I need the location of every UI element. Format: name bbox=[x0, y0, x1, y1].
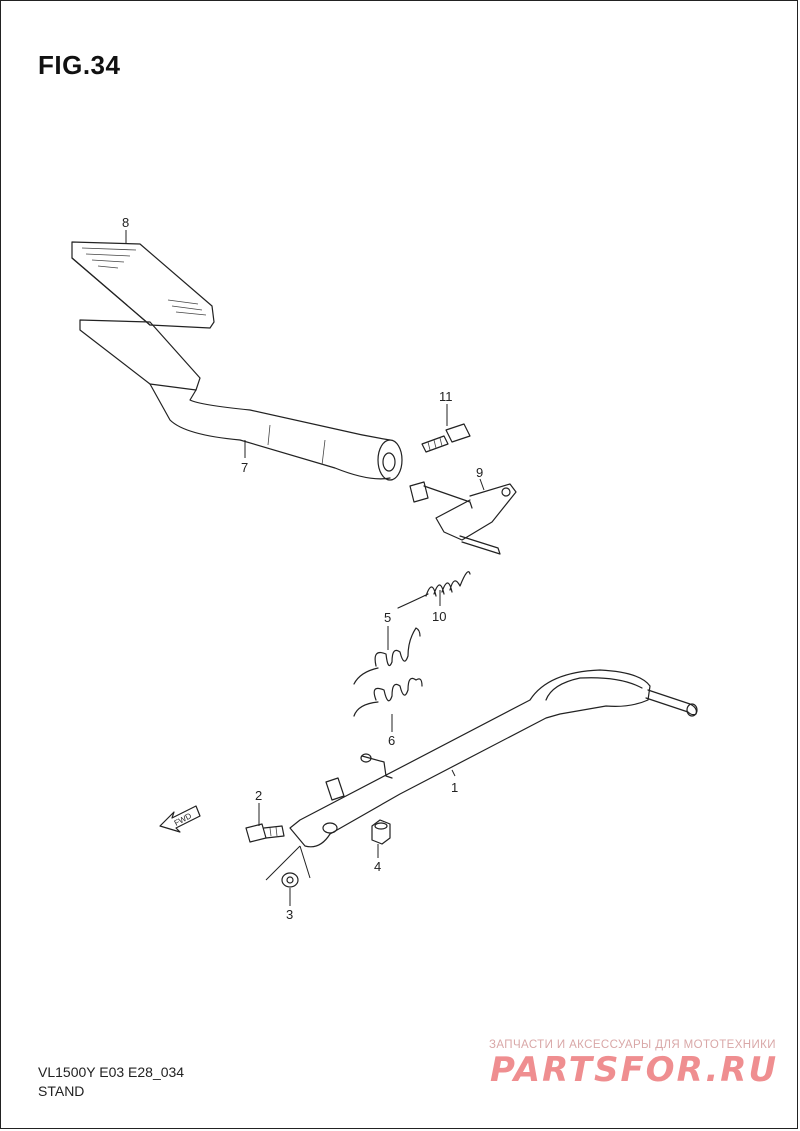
callout-9: 9 bbox=[476, 465, 483, 480]
part-3-washer[interactable] bbox=[265, 845, 311, 888]
part-11-bolt[interactable] bbox=[421, 423, 471, 453]
callout-7: 7 bbox=[241, 460, 248, 475]
part-5-spring[interactable] bbox=[353, 627, 421, 685]
part-4-nut[interactable] bbox=[371, 819, 391, 845]
callout-11: 11 bbox=[439, 389, 453, 404]
fwd-label: FWD bbox=[173, 811, 194, 828]
callout-6: 6 bbox=[388, 733, 395, 748]
watermark-tagline: ЗАПЧАСТИ И АКСЕССУАРЫ ДЛЯ МОТОТЕХНИКИ bbox=[489, 1039, 776, 1051]
figure-title: FIG.34 bbox=[38, 50, 121, 80]
part-2-pivot-bolt[interactable] bbox=[245, 823, 285, 843]
part-10-spring[interactable] bbox=[397, 571, 471, 609]
forward-direction-arrow: FWD bbox=[159, 805, 201, 833]
callout-4: 4 bbox=[374, 859, 381, 874]
part-7-stand-arm[interactable] bbox=[79, 319, 403, 481]
watermark-brand: PARTSFOR.RU bbox=[490, 1050, 779, 1090]
callout-1: 1 bbox=[451, 780, 458, 795]
callout-5: 5 bbox=[384, 610, 391, 625]
footer-section-name: STAND bbox=[38, 1083, 85, 1099]
callout-3: 3 bbox=[286, 907, 293, 922]
part-8-foot-pad[interactable] bbox=[71, 241, 215, 329]
callout-2: 2 bbox=[255, 788, 262, 803]
part-6-spring[interactable] bbox=[353, 677, 423, 717]
part-1-side-stand[interactable] bbox=[289, 669, 698, 848]
callout-10: 10 bbox=[432, 609, 446, 624]
footer-model-code: VL1500Y E03 E28_034 bbox=[38, 1064, 185, 1080]
callout-8: 8 bbox=[122, 215, 129, 230]
part-9-bracket[interactable] bbox=[409, 481, 517, 555]
